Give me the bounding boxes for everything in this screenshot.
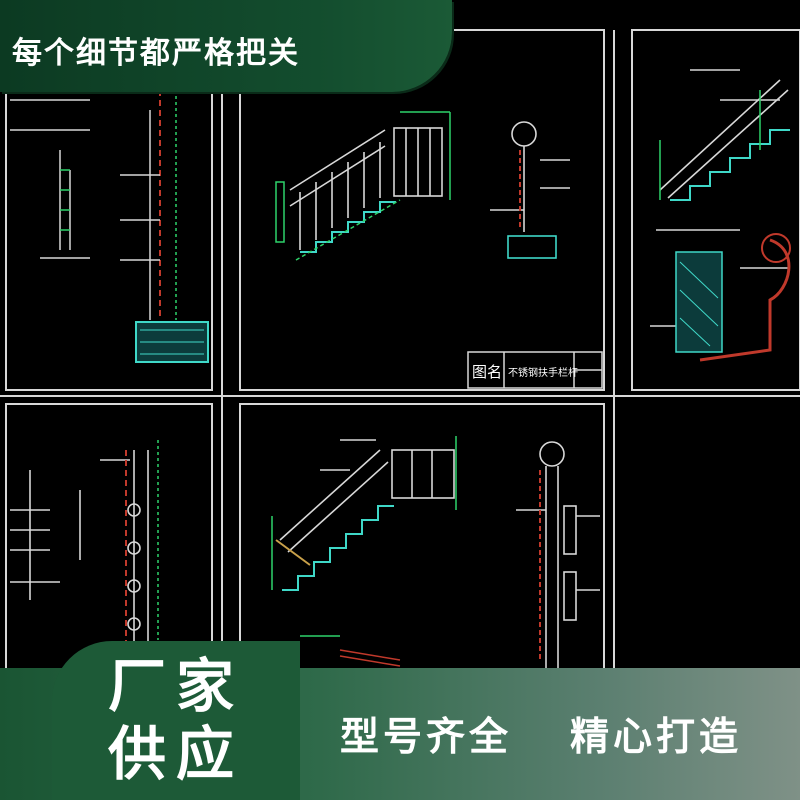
title-label: 图名 bbox=[472, 363, 502, 381]
detail-column-4 bbox=[10, 440, 159, 670]
title-block bbox=[467, 351, 603, 389]
detail-column-1 bbox=[10, 90, 209, 363]
slogan-complete-models: 型号齐全 bbox=[340, 715, 513, 760]
badge-line-1: 厂家 bbox=[108, 652, 245, 720]
detail-section-3 bbox=[650, 69, 791, 362]
top-banner: 每个细节都严格把关 bbox=[0, 0, 452, 92]
badge-line-2: 供应 bbox=[108, 720, 245, 788]
supply-badge: 厂家 供应 bbox=[52, 641, 300, 800]
title-value: 不锈钢扶手栏杆 bbox=[508, 366, 578, 379]
slogan-crafted: 精心打造 bbox=[570, 715, 743, 760]
detail-staircase-2 bbox=[275, 111, 570, 261]
top-banner-text: 每个细节都严格把关 bbox=[12, 36, 300, 71]
detail-staircase-5 bbox=[271, 436, 600, 670]
